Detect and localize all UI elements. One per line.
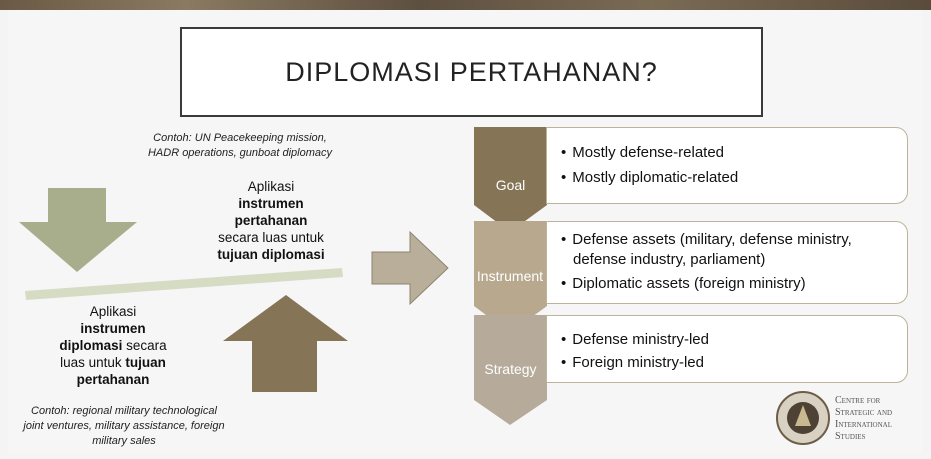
instrument-bullet: Defense assets (military, defense minist… — [559, 230, 901, 270]
right-arrow — [371, 230, 449, 306]
down-arrow — [19, 188, 137, 272]
top-note-line: HADR operations, gunboat diplomacy — [147, 147, 333, 159]
goal-panel: Mostly defense-related Mostly diplomatic… — [546, 127, 908, 204]
text-line: Aplikasi — [247, 179, 295, 194]
logo-figure — [795, 405, 811, 426]
text-line-bold: pertahanan — [234, 213, 308, 228]
text-line-bold: tujuan diplomasi — [217, 247, 325, 262]
text-line-bold: instrumen — [238, 196, 304, 211]
logo-text-line: Strategic and — [835, 407, 893, 418]
text-line-bold: diplomasi — [59, 338, 123, 353]
bottom-example-note: Contoh: regional military technological … — [4, 404, 244, 449]
text-line-bold: tujuan — [125, 355, 166, 370]
up-arrow — [223, 295, 348, 392]
csis-logo-text: Centre for Strategic and International S… — [835, 395, 892, 443]
text-line: secara luas untuk — [218, 230, 324, 245]
top-example-note: Contoh: UN Peacekeeping mission, HADR op… — [120, 131, 360, 161]
bottom-note-line: military sales — [92, 435, 156, 447]
balance-bar — [25, 268, 343, 300]
chevron-goal — [474, 127, 547, 232]
chevron-instrument — [474, 221, 547, 333]
text-line: Aplikasi — [89, 304, 137, 319]
chevron-label-instrument: Instrument — [476, 268, 544, 284]
logo-text-line: International — [835, 419, 892, 430]
chevron-label-strategy: Strategy — [484, 361, 537, 377]
text-line: secara — [122, 338, 167, 353]
top-border-strip — [0, 0, 931, 10]
strategy-bullet: Foreign ministry-led — [559, 353, 907, 373]
text-line: luas untuk — [60, 355, 126, 370]
instrument-bullet: Diplomatic assets (foreign ministry) — [559, 274, 901, 294]
chevron-label-goal: Goal — [495, 177, 526, 193]
diplomacy-for-defense-text: Aplikasi instrumen diplomasi secara luas… — [28, 303, 198, 388]
goal-bullet: Mostly diplomatic-related — [559, 168, 907, 188]
chevron-strategy — [474, 315, 547, 425]
title-box: DIPLOMASI PERTAHANAN? — [180, 27, 763, 117]
text-line-bold: instrumen — [80, 321, 146, 336]
defense-for-diplomacy-text: Aplikasi instrumen pertahanan secara lua… — [186, 178, 356, 263]
strategy-bullet: Defense ministry-led — [559, 330, 907, 350]
instrument-panel: Defense assets (military, defense minist… — [546, 221, 908, 304]
bottom-note-line: joint ventures, military assistance, for… — [23, 420, 225, 432]
top-note-line: Contoh: UN Peacekeeping mission, — [153, 132, 327, 144]
logo-text-line: Centre for — [835, 395, 881, 406]
goal-bullet: Mostly defense-related — [559, 143, 907, 163]
logo-text-line: Studies — [835, 431, 866, 442]
page-title: DIPLOMASI PERTAHANAN? — [285, 56, 658, 87]
bottom-note-line: Contoh: regional military technological — [31, 405, 217, 417]
text-line-bold: pertahanan — [76, 372, 150, 387]
strategy-panel: Defense ministry-led Foreign ministry-le… — [546, 315, 908, 383]
